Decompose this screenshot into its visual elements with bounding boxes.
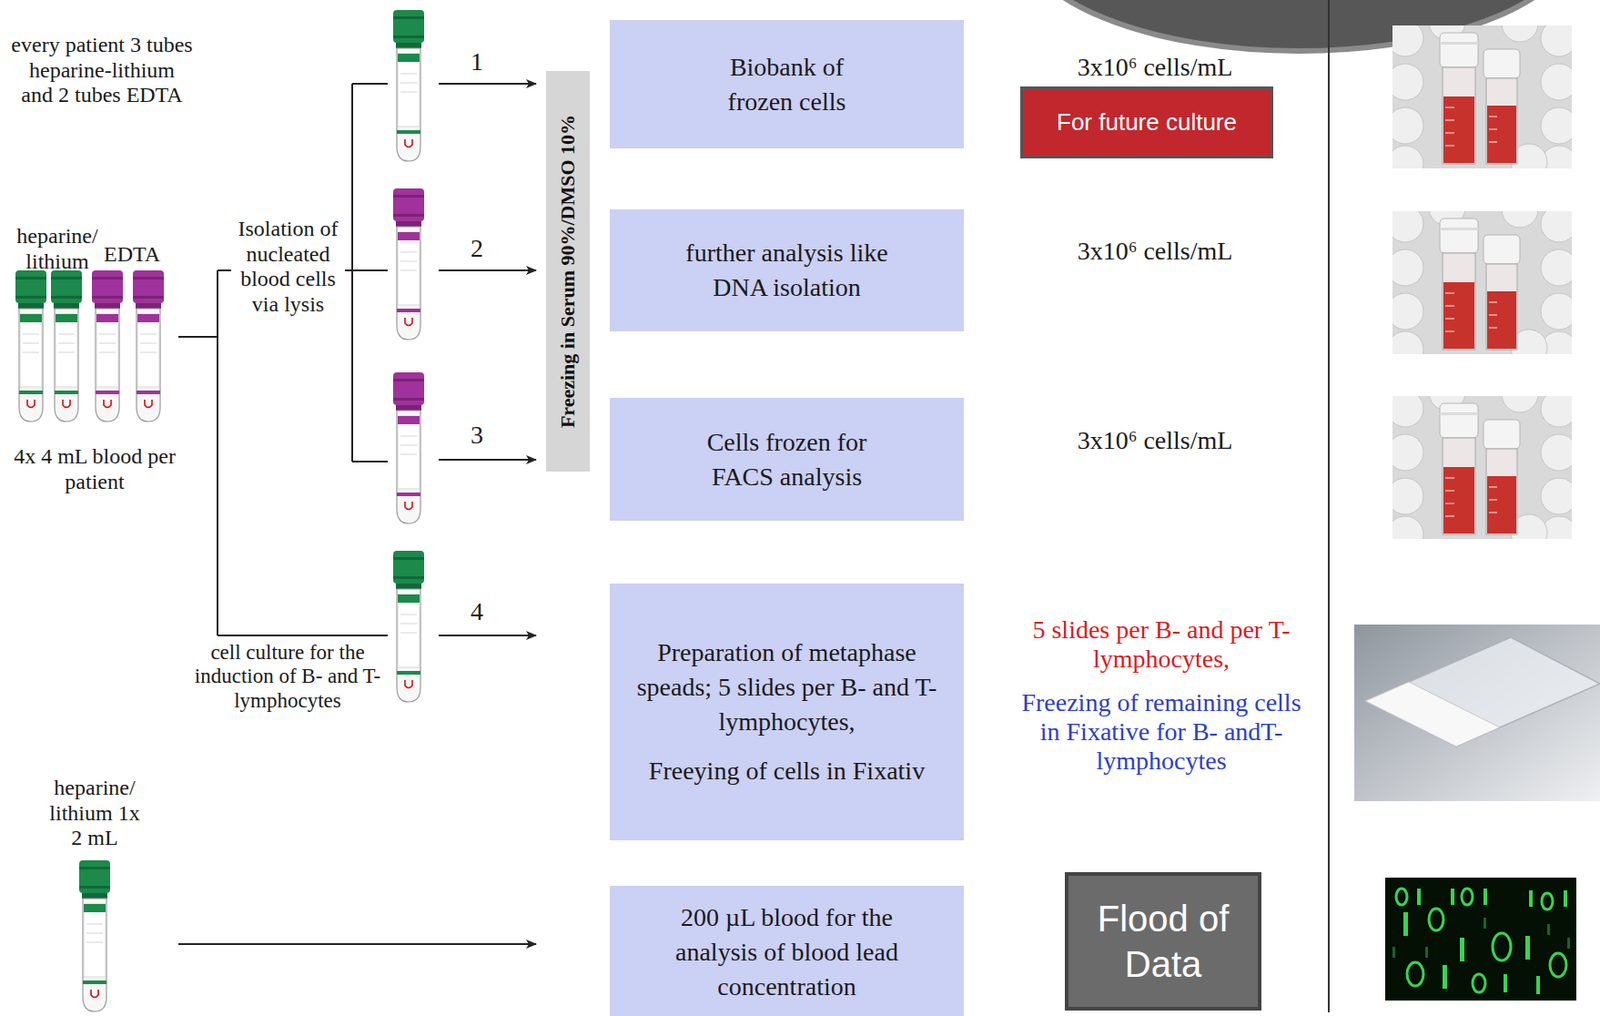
node-text: Freezing in Serum 90%/DMSO 10% (556, 114, 580, 428)
process-box: 200 µL blood for the analysis of blood l… (609, 885, 964, 1016)
node-text: Flood of Data (1073, 895, 1253, 987)
vial-photo (1387, 374, 1578, 553)
cell-density: 3x10⁶ cells/mL (1018, 52, 1292, 82)
arrow (438, 269, 537, 272)
slide-photo (1354, 624, 1600, 801)
arrow (438, 82, 537, 85)
separator-line (1327, 0, 1330, 1013)
cell-density: 3x10⁶ cells/mL (1018, 425, 1292, 456)
vial-photo (1387, 189, 1578, 368)
step-label: cell culture for the induction of B- and… (186, 640, 389, 713)
cell-density: 3x10⁶ cells/mL (1018, 236, 1292, 266)
volume-label: 4x 4 mL blood per patient (12, 444, 177, 495)
process-box: Biobank of frozen cells (609, 20, 964, 149)
node-text: Cells frozen for FACS analysis (682, 425, 892, 495)
arrow (438, 458, 537, 461)
edta-tube (91, 270, 123, 422)
callout-number: 2 (465, 233, 488, 264)
callout-number: 3 (465, 420, 488, 450)
heparin-tube (15, 270, 47, 422)
note-text: every patient 3 tubes heparine-lithium a… (10, 32, 193, 109)
note-box: Flood of Data (1064, 871, 1262, 1011)
result-note: 5 slides per B- and per T-lymphocytes, (1014, 615, 1308, 674)
branch-lines (178, 83, 388, 636)
result-note: Freezing of remaining cells in Fixative … (1014, 688, 1308, 777)
node-text: Freeying of cells in Fixativ (620, 753, 953, 789)
tube-label: heparine/ lithium 1x 2 mL (44, 775, 145, 851)
note-box: For future culture (1020, 86, 1274, 159)
node-text: For future culture (1056, 108, 1237, 137)
vial-photo (1387, 3, 1578, 183)
process-box: Cells frozen for FACS analysis (609, 397, 964, 521)
arrow (438, 634, 537, 637)
arrow (178, 942, 537, 945)
edta-tube (132, 270, 164, 422)
edta-tube (393, 188, 425, 340)
process-box: further analysis like DNA isolation (609, 209, 964, 332)
node-text: Biobank of frozen cells (696, 50, 879, 120)
step-label: Isolation of nucleated blood cells via l… (231, 216, 345, 317)
heparin-tube (393, 550, 425, 702)
process-band: Freezing in Serum 90%/DMSO 10% (546, 70, 590, 472)
node-text: further analysis like DNA isolation (659, 235, 915, 305)
node-text: 200 µL blood for the analysis of blood l… (650, 900, 924, 1003)
heparin-tube (79, 860, 111, 1012)
callout-number: 1 (465, 47, 488, 77)
binary-data-image (1385, 877, 1577, 1001)
process-box: Preparation of metaphase speads; 5 slide… (609, 583, 964, 841)
edta-tube (393, 372, 425, 524)
heparin-tube (393, 10, 425, 162)
tube-label: EDTA (103, 242, 177, 268)
tube-label: heparine/ lithium (7, 223, 108, 274)
heparin-tube (50, 270, 82, 422)
node-text: Preparation of metaphase speads; 5 slide… (620, 635, 953, 739)
callout-number: 4 (465, 597, 488, 627)
